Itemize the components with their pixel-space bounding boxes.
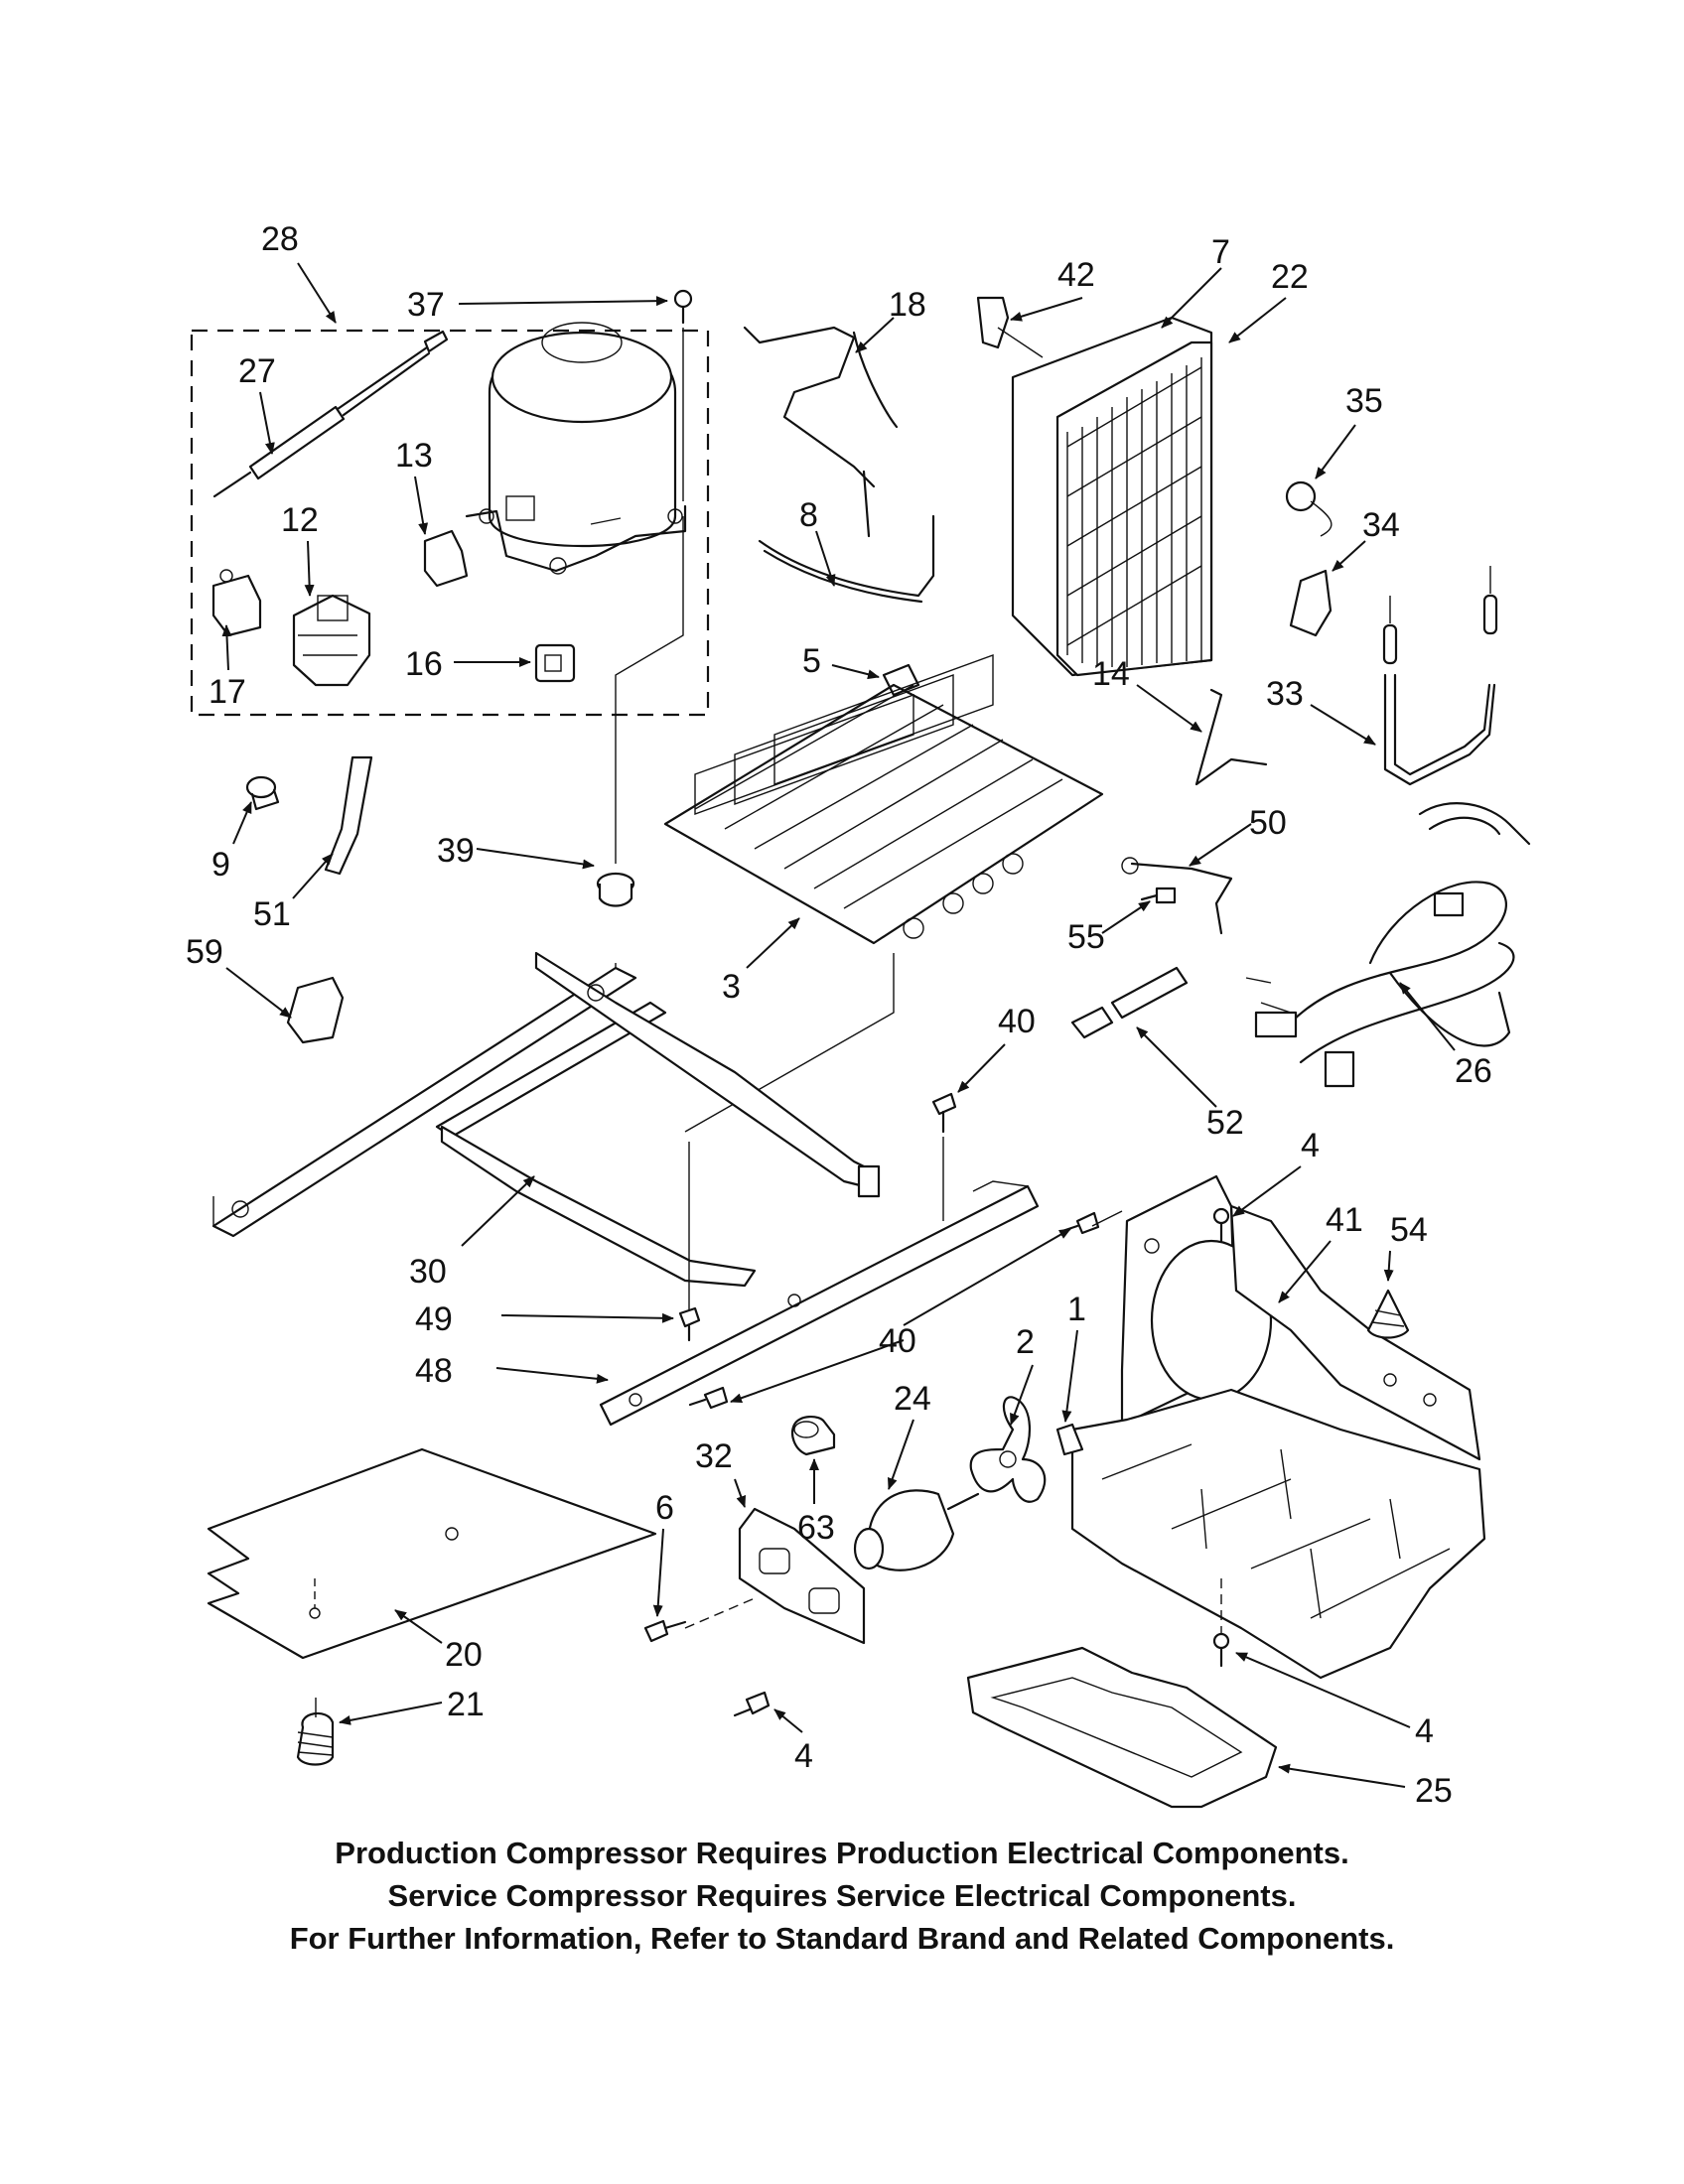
- label-52: 52: [1206, 1104, 1244, 1142]
- tube-part-33: [1382, 566, 1498, 786]
- motor-bracket-part-32: [738, 1507, 866, 1645]
- compressor-kit-boundary: [190, 329, 710, 717]
- label-14: 14: [1092, 655, 1130, 693]
- label-28: 28: [261, 220, 299, 258]
- label-41: 41: [1326, 1201, 1363, 1239]
- label-24: 24: [894, 1380, 931, 1418]
- label-27: 27: [238, 352, 276, 390]
- cover-plate-part-20: [207, 1447, 657, 1660]
- wire-clip-part-14: [1194, 688, 1268, 786]
- relay-part-12: [292, 594, 371, 687]
- cross-member-part-48: [599, 1180, 1040, 1427]
- tube-part-8: [758, 514, 935, 598]
- terminal-cover-part-17: [211, 569, 262, 637]
- label-21: 21: [447, 1686, 485, 1723]
- label-37: 37: [407, 286, 445, 324]
- label-9: 9: [211, 846, 230, 884]
- fan-bracket-part-41: [1120, 1174, 1481, 1461]
- label-51: 51: [253, 895, 291, 933]
- footnotes: Production Compressor Requires Productio…: [0, 1832, 1684, 1960]
- fan-blade-part-2: [969, 1396, 1047, 1503]
- tube-part-18: [743, 326, 876, 538]
- screw-part-55: [1140, 887, 1177, 904]
- label-2: 2: [1016, 1323, 1035, 1361]
- frame-rail-part-30: [211, 951, 881, 1288]
- wire-harness-part-26: [1245, 802, 1531, 1088]
- label-34: 34: [1362, 506, 1400, 544]
- fan-motor-part-24: [853, 1489, 980, 1571]
- label-8: 8: [799, 496, 818, 534]
- label-32: 32: [695, 1437, 733, 1475]
- screw-part-49: [678, 1306, 701, 1342]
- cable-tie-part-52: [1070, 966, 1189, 1039]
- screw-part-40a: [931, 1092, 957, 1134]
- label-4c: 4: [1415, 1712, 1434, 1750]
- wire-nut-part-54: [1366, 1289, 1410, 1339]
- note-further-info: For Further Information, Refer to Standa…: [289, 1921, 1395, 1956]
- grommet-part-39: [596, 872, 635, 907]
- label-48: 48: [415, 1352, 453, 1390]
- label-3: 3: [722, 968, 741, 1006]
- label-17: 17: [209, 673, 246, 711]
- label-55: 55: [1067, 918, 1105, 956]
- label-22: 22: [1271, 258, 1309, 296]
- label-40a: 40: [998, 1003, 1036, 1040]
- screw-part-4a: [1212, 1207, 1230, 1243]
- label-40b: 40: [879, 1322, 916, 1360]
- base-pan-part: [1070, 1388, 1486, 1680]
- evaporator-part-3: [663, 654, 1104, 1133]
- label-13: 13: [395, 437, 433, 475]
- label-54: 54: [1390, 1211, 1428, 1249]
- thermostat-part-35: [1285, 480, 1333, 537]
- label-4b: 4: [794, 1737, 813, 1775]
- clip-part-50: [1130, 862, 1233, 935]
- label-25: 25: [1415, 1772, 1453, 1810]
- label-39: 39: [437, 832, 475, 870]
- label-33: 33: [1266, 675, 1304, 713]
- label-50: 50: [1249, 804, 1287, 842]
- label-26: 26: [1455, 1052, 1492, 1090]
- label-4a: 4: [1301, 1127, 1320, 1164]
- label-42: 42: [1057, 256, 1095, 294]
- screw-part-4c: [733, 1691, 771, 1717]
- bracket-part-42: [976, 296, 1010, 349]
- screw-part-40b: [688, 1386, 729, 1410]
- cap-part-9: [245, 775, 280, 811]
- clip-part-5: [882, 663, 920, 697]
- note-service: Service Compressor Requires Service Elec…: [387, 1878, 1297, 1913]
- label-63: 63: [797, 1509, 835, 1547]
- label-6: 6: [655, 1489, 674, 1527]
- hose-part-51: [324, 755, 373, 876]
- label-30: 30: [409, 1253, 447, 1291]
- clip-part-1: [1055, 1423, 1084, 1456]
- label-12: 12: [281, 501, 319, 539]
- ptc-part-16: [534, 643, 576, 683]
- clip-part-34: [1289, 569, 1333, 637]
- overload-part-27: [212, 330, 449, 498]
- compressor-part: [465, 322, 687, 575]
- label-18: 18: [889, 286, 926, 324]
- label-35: 35: [1345, 382, 1383, 420]
- bracket-part-59: [286, 976, 345, 1044]
- screw-part-6: [643, 1619, 687, 1643]
- leader-lines: [221, 262, 1456, 1788]
- label-59: 59: [186, 933, 223, 971]
- condenser-part-22: [1011, 316, 1213, 677]
- bushing-part-63: [790, 1416, 836, 1456]
- leveling-foot-part-21: [296, 1698, 335, 1766]
- label-1: 1: [1067, 1291, 1086, 1328]
- screw-part-4b: [1212, 1632, 1230, 1668]
- clip-part-13: [423, 529, 469, 588]
- label-5: 5: [802, 642, 821, 680]
- label-16: 16: [405, 645, 443, 683]
- note-production: Production Compressor Requires Productio…: [335, 1836, 1349, 1870]
- screw-part-37: [673, 289, 693, 325]
- label-7: 7: [1211, 233, 1230, 271]
- part-labels: 28 37 27 13 12 17 16 18 8 42 7 22 35 34 …: [186, 220, 1492, 1810]
- label-20: 20: [445, 1636, 483, 1674]
- label-49: 49: [415, 1300, 453, 1338]
- drain-pan-part-25: [966, 1646, 1278, 1809]
